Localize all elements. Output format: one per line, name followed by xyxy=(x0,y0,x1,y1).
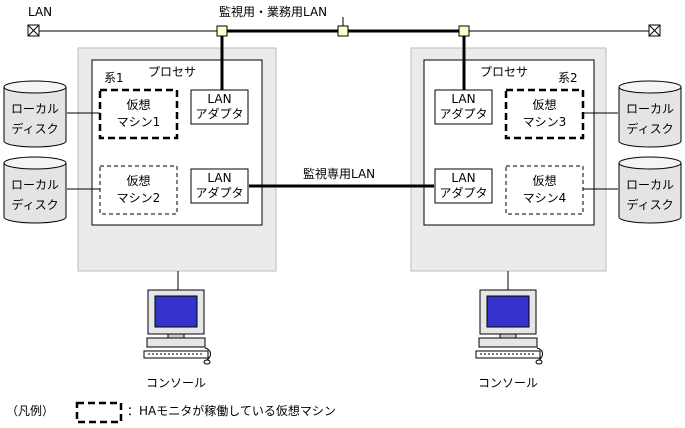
local-disk-left-bottom-icon: ローカル ディスク xyxy=(3,156,67,224)
svg-text:LAN: LAN xyxy=(451,171,475,185)
system2-label: 系2 xyxy=(558,71,578,85)
svg-text:仮想: 仮想 xyxy=(532,97,556,112)
vm3: 仮想 マシン3 xyxy=(504,88,585,140)
svg-text:アダプタ: アダプタ xyxy=(439,185,487,200)
lan-adapter-right-top: LAN アダプタ xyxy=(434,89,493,125)
svg-text:LAN: LAN xyxy=(451,92,475,106)
svg-text:ローカル: ローカル xyxy=(11,178,59,192)
monitor-only-lan-label: 監視専用LAN xyxy=(303,166,375,181)
lan-label: LAN xyxy=(28,5,52,19)
svg-text:ディスク: ディスク xyxy=(626,197,673,212)
processor-right-label: プロセサ xyxy=(480,65,528,79)
svg-text:アダプタ: アダプタ xyxy=(195,106,243,121)
vm4: 仮想 マシン4 xyxy=(505,165,584,215)
lan-adapter-left-bottom: LAN アダプタ xyxy=(190,168,249,204)
local-disk-right-top-icon: ローカル ディスク xyxy=(618,80,682,148)
lan-terminator-left-icon xyxy=(27,24,40,37)
svg-text:ローカル: ローカル xyxy=(11,102,59,116)
local-disk-right-bottom-icon: ローカル ディスク xyxy=(618,156,682,224)
lan-node-left-icon xyxy=(216,25,228,37)
svg-text:仮想: 仮想 xyxy=(532,173,556,188)
monitor-business-lan-label: 監視用・業務用LAN xyxy=(219,4,327,19)
legend-text: ：HAモニタが稼働している仮想マシン xyxy=(127,403,336,418)
svg-text:アダプタ: アダプタ xyxy=(195,185,243,200)
console-left-label: コンソール xyxy=(146,376,206,390)
lan-adapter-right-bottom: LAN アダプタ xyxy=(434,168,493,204)
legend-dashed-box-icon xyxy=(75,401,123,424)
svg-text:ディスク: ディスク xyxy=(11,121,58,136)
system1-label: 系1 xyxy=(104,71,124,85)
svg-text:ローカル: ローカル xyxy=(626,178,674,192)
svg-text:ディスク: ディスク xyxy=(626,121,673,136)
svg-text:マシン1: マシン1 xyxy=(117,115,161,129)
svg-text:アダプタ: アダプタ xyxy=(439,106,487,121)
svg-text:ディスク: ディスク xyxy=(11,197,58,212)
local-disk-left-top-icon: ローカル ディスク xyxy=(3,80,67,148)
processor-left-label: プロセサ xyxy=(148,65,196,79)
console-left-icon xyxy=(143,289,211,365)
console-right-label: コンソール xyxy=(478,376,538,390)
lan-terminator-right-icon xyxy=(648,24,661,37)
svg-text:ローカル: ローカル xyxy=(626,102,674,116)
console-right-icon xyxy=(475,289,543,365)
lan-node-right-icon xyxy=(458,25,470,37)
lan-node-center-icon xyxy=(337,25,349,37)
svg-text:マシン3: マシン3 xyxy=(523,115,567,129)
svg-text:マシン2: マシン2 xyxy=(117,191,161,205)
vm2: 仮想 マシン2 xyxy=(99,165,178,215)
svg-text:仮想: 仮想 xyxy=(126,173,150,188)
svg-text:LAN: LAN xyxy=(207,92,231,106)
vm1: 仮想 マシン1 xyxy=(98,88,179,140)
svg-text:LAN: LAN xyxy=(207,171,231,185)
legend-title: （凡例） xyxy=(6,404,54,418)
svg-text:マシン4: マシン4 xyxy=(523,191,567,205)
svg-text:仮想: 仮想 xyxy=(126,97,150,112)
lan-adapter-left-top: LAN アダプタ xyxy=(190,89,249,125)
